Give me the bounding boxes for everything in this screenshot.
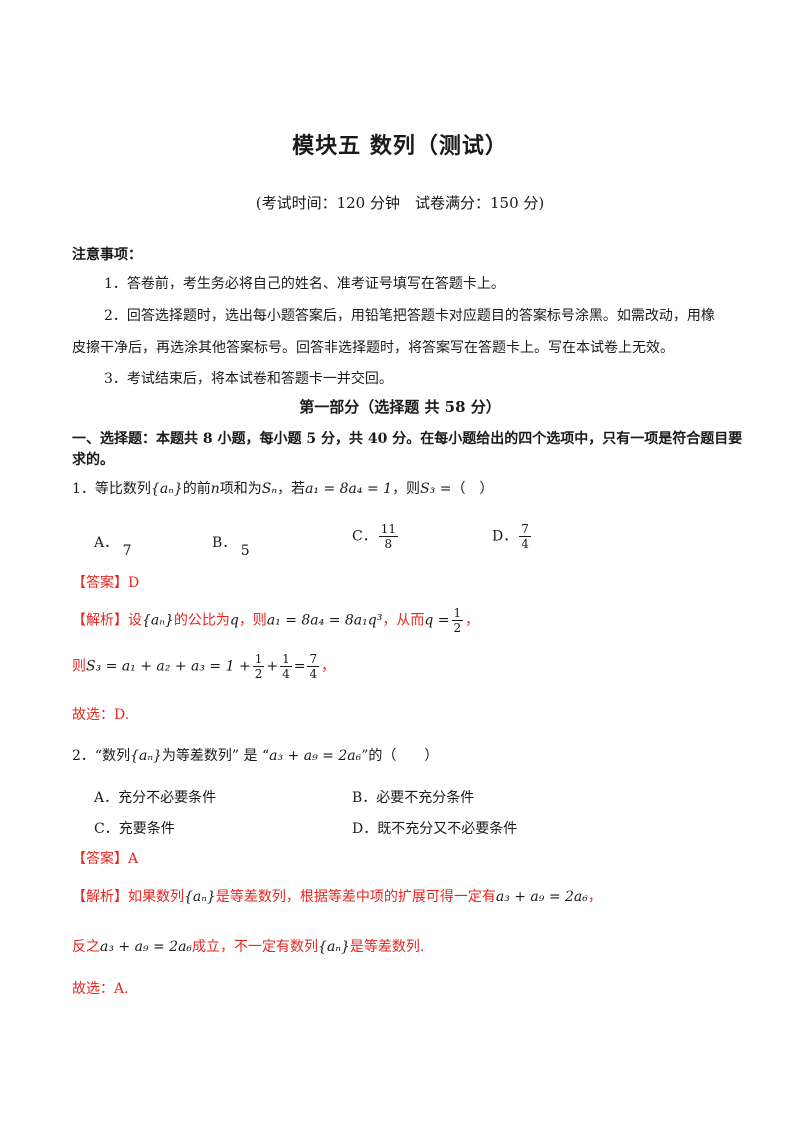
q2-answer: 【答案】A (72, 851, 139, 867)
sequence-symbol: {aₙ} (150, 481, 183, 497)
q1-option-b: B． 5 (212, 535, 250, 559)
q2-analysis-line-1: 【解析】如果数列{aₙ}是等差数列，根据等差中项的扩展可得一定有a₃ + a₉ … (72, 889, 602, 905)
sequence-symbol: {aₙ} (130, 748, 162, 764)
exam-info: (考试时间：120 分钟 试卷满分：150 分) (255, 194, 545, 212)
analysis-formula: a₁ = 8a₄ = 8a₁q³ (266, 612, 383, 629)
q2-analysis-line-2: 反之a₃ + a₉ = 2a₆成立，不一定有数列{aₙ}是等差数列. (72, 939, 425, 955)
q2-conclusion: 故选：A. (72, 981, 129, 997)
note-item-2-line-1: 2．回答选择题时，选出每小题答案后，用铅笔把答题卡对应题目的答案标号涂黑。如需改… (104, 308, 715, 324)
condition-formula: a₁ = 8a₄ = 1 (305, 481, 393, 497)
note-item-3: 3．考试结束后，将本试卷和答题卡一并交回。 (104, 371, 393, 387)
q1-conclusion: 故选：D. (72, 707, 130, 723)
analysis-formula: a₃ + a₉ = 2a₆ (100, 939, 193, 955)
note-item-1: 1．答卷前，考生务必将自己的姓名、准考证号填写在答题卡上。 (104, 276, 505, 292)
notes-heading: 注意事项： (72, 247, 142, 263)
condition-formula: a₃ + a₉ = 2a₆ (269, 748, 362, 764)
section-instruction-line-2: 求的。 (72, 452, 114, 468)
question-1-stem: 1．等比数列{aₙ}的前n项和为Sₙ，若a₁ = 8a₄ = 1，则S₃ =（ … (72, 481, 494, 497)
q2-option-b: B．必要不充分条件 (352, 790, 475, 806)
section-title: 第一部分（选择题 共 58 分） (299, 398, 501, 416)
question-2-stem: 2．“数列{aₙ}为等差数列” 是 “a₃ + a₉ = 2a₆”的（ ） (72, 748, 439, 764)
page-title: 模块五 数列（测试） (292, 133, 508, 159)
q2-option-c: C．充要条件 (94, 821, 175, 837)
q2-option-a: A．充分不必要条件 (94, 790, 217, 806)
note-item-2-line-2: 皮擦干净后，再选涂其他答案标号。回答非选择题时，将答案写在答题卡上。写在本试卷上… (72, 340, 674, 356)
q1-option-a: A． 7 (94, 535, 132, 559)
section-instruction-line-1: 一、选择题：本题共 8 小题，每小题 5 分，共 40 分。在每小题给出的四个选… (72, 431, 743, 447)
q2-option-d: D．既不充分又不必要条件 (352, 821, 518, 837)
q1-answer: 【答案】D (72, 575, 140, 591)
analysis-formula: a₃ + a₉ = 2a₆ (495, 889, 588, 905)
analysis-formula: S₃ = a₁ + a₂ + a₃ = 1 + (86, 658, 251, 675)
